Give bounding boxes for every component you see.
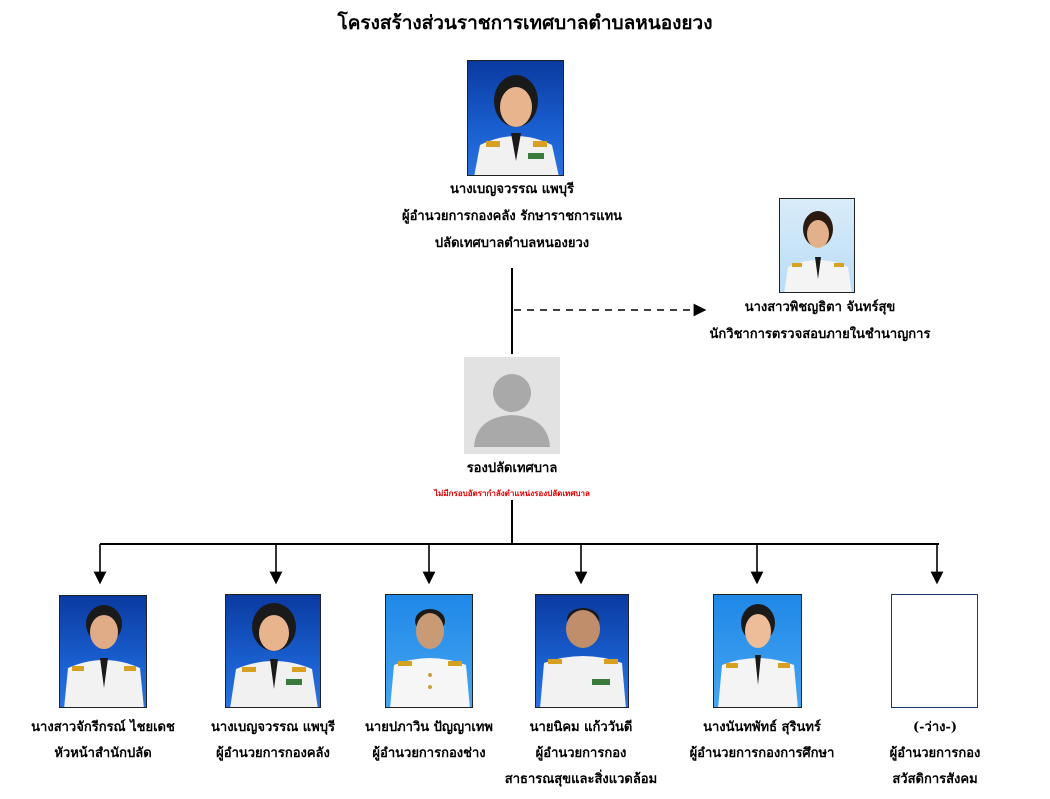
head-name: นางเบญจวรรณ แพบุรี	[450, 182, 574, 197]
auditor-position: นักวิชาการตรวจสอบภายในชำนาญการ	[709, 327, 931, 342]
dept-photo-4	[535, 594, 629, 708]
dept-photo-1	[59, 595, 147, 708]
dept-4-position-line2: สาธารณสุขและสิ่งแวดล้อม	[504, 772, 658, 787]
head-photo	[467, 60, 564, 176]
dept-5-name: นางนันทพัทธ์ สุรินทร์	[703, 720, 821, 735]
dept-photo-5	[713, 594, 802, 708]
deputy-note: ไม่มีกรอบอัตรากำลังตำแหน่งรองปลัดเทศบาล	[434, 488, 590, 498]
dept-photo-2	[225, 594, 321, 708]
dept-5-position: ผู้อำนวยการกองการศึกษา	[689, 746, 835, 761]
dept-1-position: หัวหน้าสำนักปลัด	[54, 746, 152, 761]
chart-title: โครงสร้างส่วนราชการเทศบาลตำบลหนองยวง	[337, 12, 713, 34]
dept-2-name: นางเบญจวรรณ แพบุรี	[211, 720, 335, 735]
dept-photo-6-empty	[891, 594, 978, 708]
dept-3-name: นายปภาวิน ปัญญาเทพ	[365, 720, 493, 735]
deputy-avatar-placeholder	[464, 357, 560, 454]
head-position-line1: ผู้อำนวยการกองคลัง รักษาราชการแทน	[401, 209, 623, 224]
dept-4-position: ผู้อำนวยการกอง	[535, 746, 627, 761]
dept-6-position-line2: สวัสดิการสังคม	[892, 772, 978, 787]
dept-4-name: นายนิคม แก้ววันดี	[529, 720, 633, 735]
auditor-name: นางสาวพิชญธิตา จันทร์สุข	[744, 300, 896, 315]
dept-2-position: ผู้อำนวยการกองคลัง	[216, 746, 330, 761]
auditor-photo	[779, 198, 855, 293]
person-silhouette-icon	[474, 374, 550, 447]
dept-1-name: นางสาวจักรีกรณ์ ไชยเดช	[31, 720, 175, 735]
head-position-line2: ปลัดเทศบาลตำบลหนองยวง	[434, 236, 590, 251]
dept-photo-3	[385, 594, 473, 708]
dept-6-name: (-ว่าง-)	[912, 720, 958, 735]
dept-3-position: ผู้อำนวยการกองช่าง	[372, 746, 486, 761]
dept-6-position: ผู้อำนวยการกอง	[889, 746, 981, 761]
deputy-position: รองปลัดเทศบาล	[466, 461, 558, 476]
